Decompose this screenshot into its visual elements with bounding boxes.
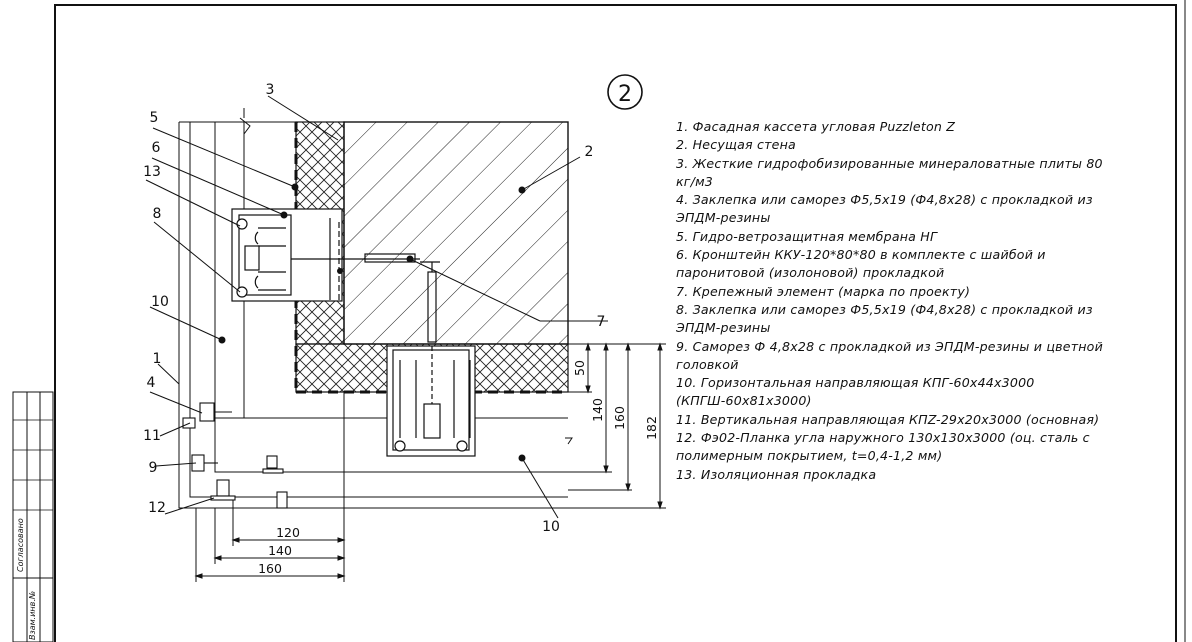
callout-13: 13 xyxy=(143,164,161,180)
callout-3: 3 xyxy=(266,82,275,98)
legend-item: 2. Несущая стена xyxy=(676,137,796,153)
legend-item: 7. Крепежный элемент (марка по проекту) xyxy=(676,283,971,299)
legend-item: 4. Заклепка или саморез Ф5,5х19 (Ф4,8х28… xyxy=(676,192,1093,226)
detail-number-circle xyxy=(607,74,643,110)
sheet-frame xyxy=(54,4,1177,642)
dim-v140: 140 xyxy=(590,398,605,422)
legend-item: 1. Фасадная кассета угловая Puzzleton Z xyxy=(676,119,956,134)
cassette-profile xyxy=(178,121,568,509)
legend-item: 8. Заклепка или саморез Ф5,5х19 (Ф4,8х28… xyxy=(676,301,1093,336)
stamp-block xyxy=(12,391,54,642)
dim-160: 160 xyxy=(258,561,282,576)
detail-number: 2 xyxy=(618,82,632,107)
callout-2: 2 xyxy=(585,144,594,160)
dim-50: 50 xyxy=(572,360,587,376)
stamp-agreed: Согласовано xyxy=(16,518,25,572)
legend-item: 13. Изоляционная прокладка xyxy=(676,466,877,482)
legend-item: 9. Саморез Ф 4,8х28 с прокладкой из ЭПДМ… xyxy=(676,338,1103,372)
dim-140: 140 xyxy=(268,543,292,558)
dimension-lines-horizontal xyxy=(194,392,346,582)
legend-item: 5. Гидро-ветрозащитная мембрана НГ xyxy=(676,228,938,244)
legend-item: 3. Жесткие гидрофобизированные минералов… xyxy=(676,155,1103,189)
stamp-replace: Взам.инв.№ xyxy=(28,590,37,640)
anchor-horizontal xyxy=(364,253,440,263)
dim-v160: 160 xyxy=(612,406,627,430)
callout-8: 8 xyxy=(153,206,162,222)
callout-6: 6 xyxy=(152,140,161,156)
legend-item: 6. Кронштейн ККУ-120*80*80 в комплекте с… xyxy=(676,247,1046,281)
callout-10b: 10 xyxy=(542,519,560,535)
leader-lines xyxy=(145,95,608,519)
dim-120: 120 xyxy=(276,525,300,540)
callout-5: 5 xyxy=(150,110,159,126)
callout-7: 7 xyxy=(597,314,606,330)
legend-item: 11. Вертикальная направляющая КПZ-29х20х… xyxy=(676,411,1100,427)
bearing-wall xyxy=(343,121,569,345)
callout-9: 9 xyxy=(149,460,158,476)
anchor-vertical xyxy=(427,262,437,343)
fasteners xyxy=(182,402,288,509)
callout-10a: 10 xyxy=(151,294,169,310)
legend-list: 1. Фасадная кассета угловая Puzzleton Z … xyxy=(676,118,1116,484)
legend-item: 10. Горизонтальная направляющая КПГ-60х4… xyxy=(676,375,1035,409)
callout-1: 1 xyxy=(153,351,162,367)
bracket-upper xyxy=(231,208,420,302)
bracket-lower xyxy=(386,345,476,457)
dimension-lines-vertical xyxy=(568,342,666,510)
callout-11: 11 xyxy=(143,428,161,444)
callout-4: 4 xyxy=(147,375,156,391)
dim-182: 182 xyxy=(644,416,659,440)
callout-12: 12 xyxy=(148,500,166,516)
legend-item: 12. Фэ02-Планка угла наружного 130х130х3… xyxy=(676,430,1090,464)
